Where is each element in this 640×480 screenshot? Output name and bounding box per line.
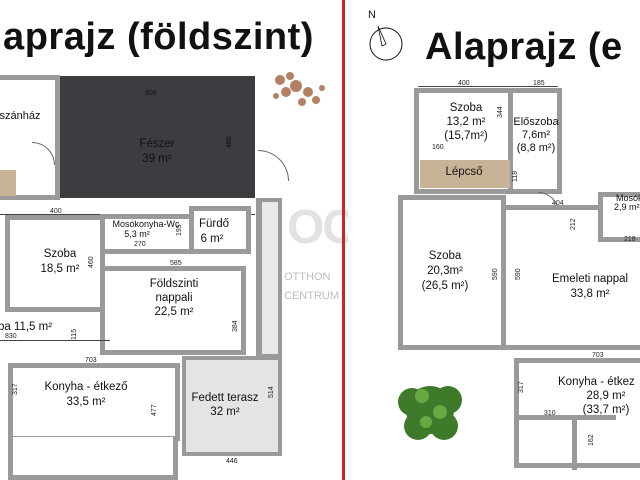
label-r-konyha: Konyha - étkez: [558, 376, 635, 388]
dim-r-404: 404: [552, 200, 564, 207]
wall-r-kitchen: [516, 415, 616, 420]
dim-446: 446: [226, 458, 238, 465]
room-mosokonyha-upper: [598, 192, 640, 242]
label-terasz: Fedett terasz: [191, 392, 259, 404]
compass-icon: N: [368, 9, 403, 62]
dim-r-118: 118: [512, 170, 519, 182]
upper-floor-title: Alaprajz (e: [425, 26, 623, 68]
label-r-szoba2: Szoba: [428, 250, 462, 262]
label-nappali-area: 22,5 m²: [154, 306, 194, 318]
label-r-szoba1-area2: (15,7m²): [444, 130, 488, 142]
dim-r-400: 400: [458, 80, 470, 87]
terrace-strip: [258, 198, 282, 358]
label-nappali: Földszinti: [149, 278, 199, 290]
dim-r-703: 703: [592, 352, 604, 359]
room-mosokonyha: [100, 214, 194, 254]
label-mosokonyha: Mosókonyha-Wc: [112, 219, 180, 229]
stair-block-left: [0, 170, 16, 196]
label-furdo-area: 6 m²: [200, 233, 224, 245]
dim-r-212: 212: [570, 218, 577, 230]
dim-r-317: 317: [518, 381, 525, 393]
label-konyha-area: 33,5 m²: [66, 396, 106, 408]
label-szoba-area: 18,5 m²: [40, 263, 80, 275]
label-r-szoba1: Szoba: [449, 102, 483, 114]
red-divider: [342, 0, 345, 480]
label-feszer: Fészer: [139, 138, 175, 150]
label-nappali2: nappali: [155, 292, 193, 304]
dim-r-185: 185: [533, 80, 545, 87]
label-terasz-area: 32 m²: [210, 406, 240, 418]
watermark-line2: CENTRUM: [284, 290, 339, 302]
label-szoba2: ba 11,5 m²: [0, 321, 53, 333]
dim-585: 585: [170, 260, 182, 267]
upper-floor-plan: N Alaprajz (e 400 185 Szoba 13,2 m² (15,…: [348, 0, 640, 480]
label-konyha: Konyha - étkező: [44, 381, 128, 393]
watermark-logo: OC: [287, 201, 357, 254]
label-mosokonyha-area: 5,3 m²: [124, 229, 150, 239]
bush-icon: [398, 386, 462, 440]
dim-r-160: 160: [432, 144, 444, 151]
dim-270: 270: [134, 241, 146, 248]
room-konyha-upper: [514, 358, 640, 468]
dim-115: 115: [71, 328, 78, 340]
label-r-mosokonyha-area: 2,9 m²: [614, 202, 640, 212]
label-r-nappali-area: 33,8 m²: [570, 288, 610, 300]
watermark-line1: OTTHON: [284, 271, 331, 283]
shed-area: [60, 76, 255, 198]
dim-r-590a: 590: [492, 268, 499, 280]
dim-703: 703: [85, 357, 97, 364]
stair-block: [420, 160, 510, 188]
covered-terrace: [182, 356, 282, 456]
dimline-830: [0, 340, 110, 341]
room-furdo: [189, 206, 251, 254]
label-r-eloszoba: Előszoba: [513, 116, 559, 128]
dimline-r-top: [418, 86, 558, 87]
label-r-szoba2-area2: (26,5 m²): [421, 280, 469, 292]
ground-floor-title: laprajz (földszint): [0, 16, 314, 58]
dim-800: 800: [145, 90, 157, 97]
label-r-konyha-area2: (33,7 m²): [582, 404, 630, 416]
room-konyha-lower: [8, 437, 178, 480]
label-r-szoba1-area: 13,2 m²: [446, 116, 486, 128]
dim-384: 384: [232, 320, 239, 332]
ground-floor-plan: laprajz (földszint) szánház Fészer 39 m²…: [0, 16, 325, 480]
label-szanhaz: szánház: [0, 110, 41, 122]
label-r-eloszoba-area: 7,6m²: [521, 129, 551, 141]
dim-r-162: 162: [588, 434, 595, 446]
label-r-konyha-area: 28,9 m²: [586, 390, 626, 402]
svg-text:N: N: [368, 9, 376, 21]
dim-r-344: 344: [497, 106, 504, 118]
label-furdo: Fürdő: [198, 218, 230, 230]
label-feszer-area: 39 m²: [142, 153, 172, 165]
label-szoba: Szoba: [43, 248, 77, 260]
plant-icon: [273, 72, 325, 106]
dim-460: 460: [88, 256, 95, 268]
dim-477: 477: [151, 404, 158, 416]
dim-400: 400: [50, 208, 62, 215]
dim-317: 317: [12, 383, 19, 395]
dim-r-310: 310: [544, 410, 556, 417]
room-nappali: [100, 266, 246, 355]
door-arc-shed: [258, 150, 289, 181]
label-r-eloszoba-area2: (8,8 m²): [516, 142, 556, 154]
wall-r-kitchen-v: [572, 420, 577, 470]
dim-514: 514: [268, 386, 275, 398]
label-r-szoba2-area: 20,3m²: [427, 265, 463, 277]
dim-830: 830: [5, 333, 17, 340]
dim-r-218: 218: [624, 236, 636, 243]
label-r-lepcso: Lépcső: [445, 166, 483, 178]
room-eloszoba: [508, 88, 562, 194]
dim-486: 486: [226, 136, 233, 148]
watermark-text: OTTHON CENTRUM: [284, 268, 339, 306]
label-r-nappali: Emeleti nappal: [552, 273, 629, 285]
room-konyha: [8, 363, 180, 441]
dim-r-590b: 590: [515, 268, 522, 280]
dim-195: 195: [176, 224, 183, 236]
room-szoba: [5, 215, 105, 312]
label-r-mosokonyha: Mosókony: [616, 193, 640, 203]
